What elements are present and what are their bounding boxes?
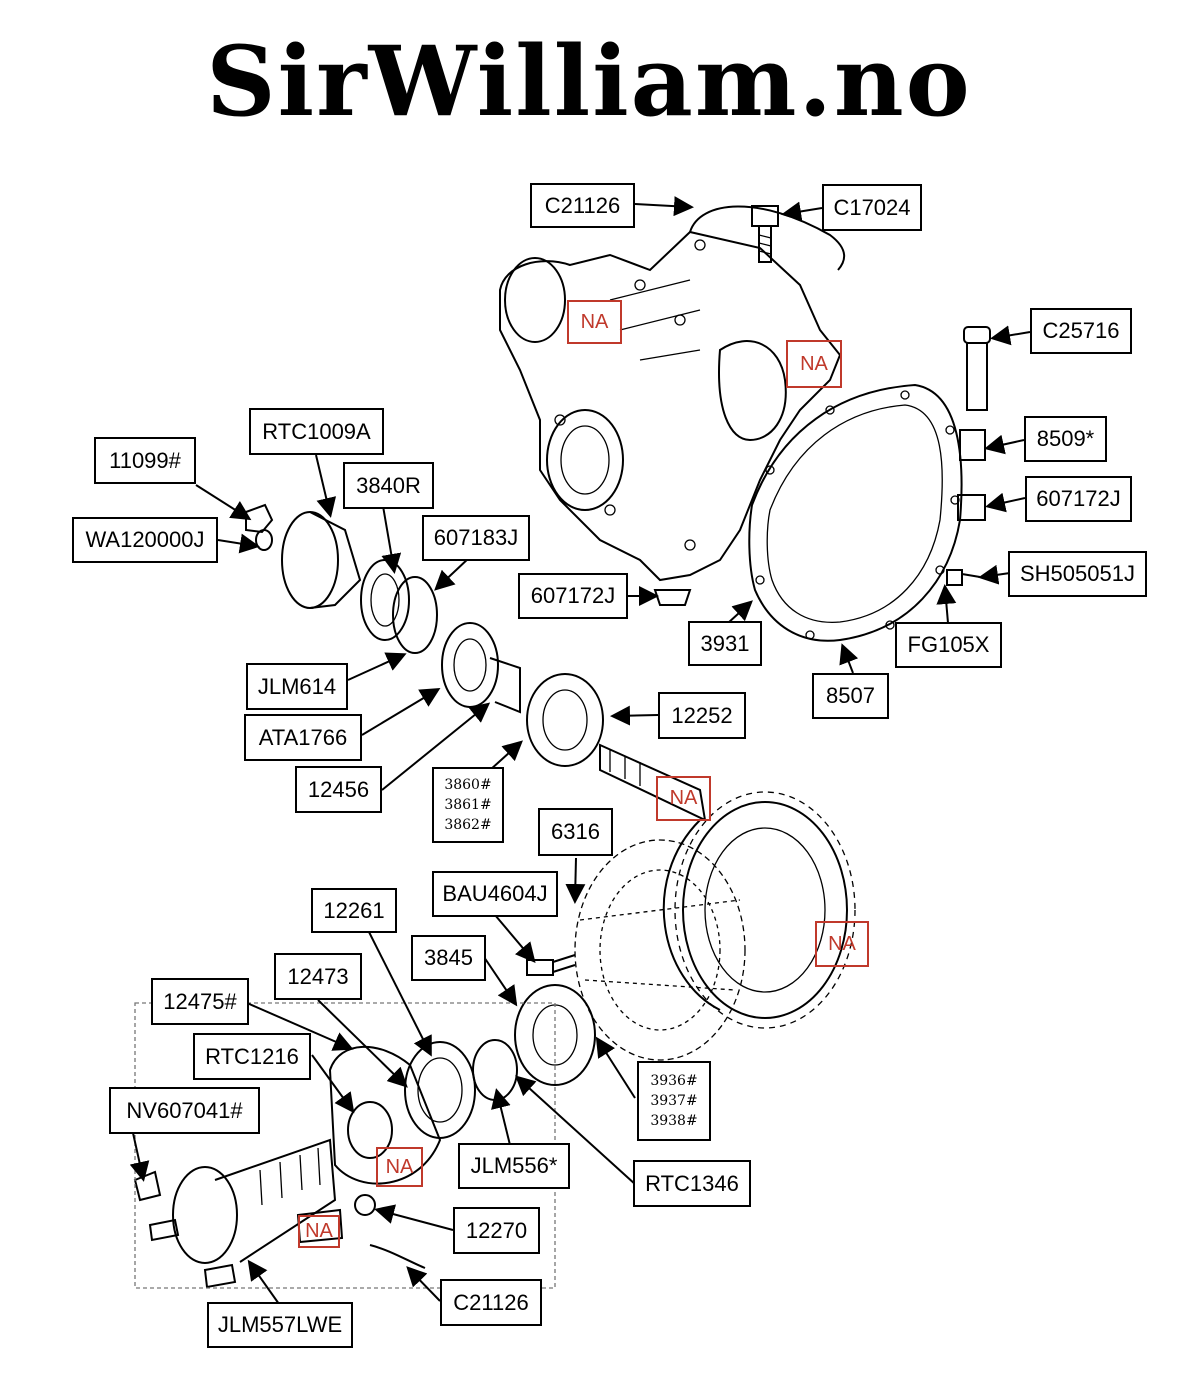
part-label-c21126-bottom[interactable]: C21126 [440, 1279, 542, 1326]
differential-carrier [574, 839, 746, 1061]
rear-cover [748, 383, 963, 642]
part-label-c25716[interactable]: C25716 [1030, 308, 1132, 354]
part-label-607172j-left[interactable]: 607172J [518, 573, 628, 619]
part-label-wa120000j[interactable]: WA120000J [72, 517, 218, 563]
part-label-fg105x[interactable]: FG105X [895, 622, 1002, 668]
part-label-shims-3860-3862[interactable]: 3860# 3861# 3862# [432, 767, 504, 843]
shim-label-3860: 3860# [444, 777, 492, 793]
part-label-rtc1346[interactable]: RTC1346 [633, 1160, 751, 1207]
part-label-8507[interactable]: 8507 [812, 673, 889, 719]
shim-label-3936: 3936# [650, 1073, 698, 1089]
part-label-12261[interactable]: 12261 [311, 888, 397, 933]
part-label-ata1766[interactable]: ATA1766 [244, 714, 362, 761]
part-label-c17024[interactable]: C17024 [822, 184, 922, 231]
shim-label-3861: 3861# [444, 797, 492, 813]
part-label-sh505051j[interactable]: SH505051J [1008, 551, 1147, 597]
na-marker-pinion: NA [656, 776, 711, 821]
crown-wheel [662, 791, 856, 1029]
part-label-8509[interactable]: 8509* [1024, 416, 1107, 462]
na-marker-housing: NA [567, 300, 622, 344]
part-label-12473[interactable]: 12473 [274, 953, 362, 1000]
part-label-c21126-top[interactable]: C21126 [530, 183, 635, 228]
pinion-assembly [245, 503, 707, 822]
na-marker-crown-wheel: NA [815, 921, 869, 967]
na-marker-filler-plug: NA [786, 340, 842, 388]
shim-label-3938: 3938# [650, 1113, 698, 1129]
breather-and-plugs [653, 326, 991, 606]
na-marker-bolt: NA [298, 1215, 340, 1248]
part-label-jlm614[interactable]: JLM614 [246, 663, 348, 710]
part-label-3840r[interactable]: 3840R [343, 462, 434, 509]
part-label-bau4604j[interactable]: BAU4604J [432, 871, 558, 917]
part-label-nv607041[interactable]: NV607041# [109, 1087, 260, 1134]
part-label-jlm557lwe[interactable]: JLM557LWE [207, 1302, 353, 1348]
shim-label-3862: 3862# [444, 817, 492, 833]
part-label-12270[interactable]: 12270 [453, 1207, 540, 1254]
part-label-12252[interactable]: 12252 [658, 692, 746, 739]
shim-label-3937: 3937# [650, 1093, 698, 1109]
part-label-6316[interactable]: 6316 [538, 808, 613, 856]
part-label-11099[interactable]: 11099# [94, 437, 196, 484]
part-label-shims-3936-3938[interactable]: 3936# 3937# 3938# [637, 1061, 711, 1141]
leader-arrows [129, 196, 1031, 1305]
bolt-part [751, 205, 779, 263]
part-label-rtc1009a[interactable]: RTC1009A [249, 408, 384, 455]
part-label-607172j-right[interactable]: 607172J [1025, 476, 1132, 522]
site-logo-title: SirWilliam.no [206, 25, 972, 138]
part-label-jlm556[interactable]: JLM556* [458, 1143, 570, 1189]
part-label-3845[interactable]: 3845 [411, 935, 486, 981]
part-label-12475[interactable]: 12475# [151, 978, 249, 1025]
differential-housing [499, 205, 846, 582]
part-label-3931[interactable]: 3931 [688, 621, 762, 666]
part-label-12456[interactable]: 12456 [295, 766, 382, 813]
na-marker-side-cover: NA [376, 1147, 423, 1187]
part-label-607183j[interactable]: 607183J [422, 515, 530, 561]
part-label-rtc1216[interactable]: RTC1216 [193, 1033, 311, 1080]
